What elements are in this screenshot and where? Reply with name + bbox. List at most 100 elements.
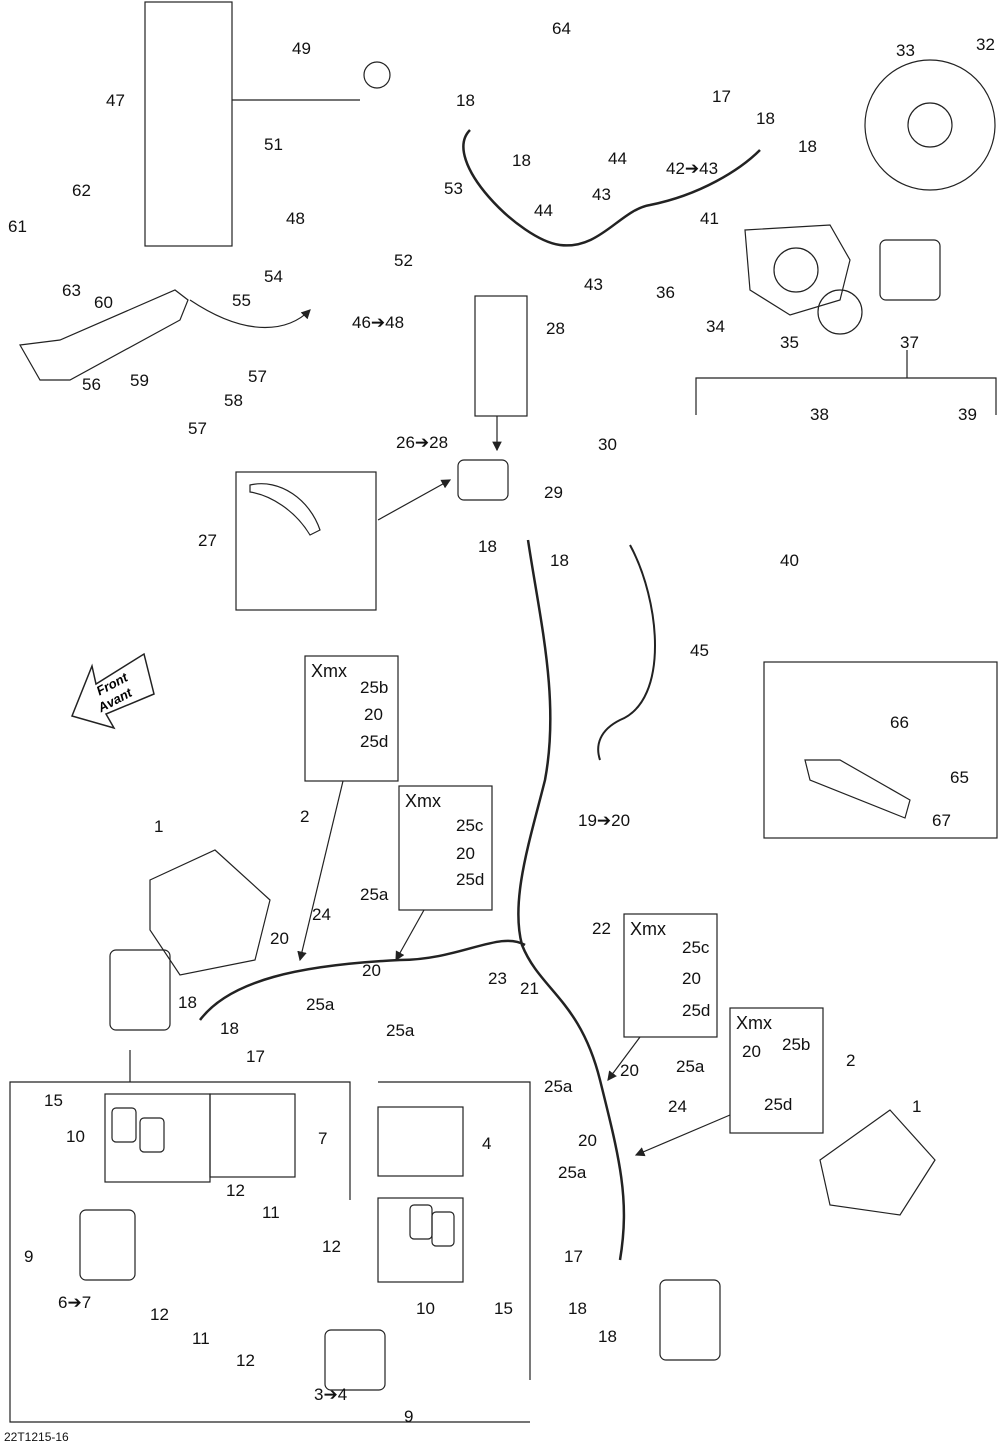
front-brake-line <box>517 539 626 1261</box>
reservoir-kit-box <box>144 1 233 247</box>
callout-61: 61 <box>8 217 27 236</box>
callout-44: 44 <box>534 201 553 220</box>
caliper-left-exploded <box>79 1209 136 1281</box>
callout-7: 7 <box>318 1129 328 1148</box>
callout-10: 10 <box>416 1299 435 1318</box>
callout-1: 1 <box>912 1097 922 1116</box>
callout-25b: 25b <box>782 1035 811 1054</box>
callout-20: 20 <box>620 1061 639 1080</box>
callout-20: 20 <box>682 969 701 988</box>
callout-58: 58 <box>224 391 243 410</box>
callout-20: 20 <box>456 844 475 863</box>
callout-20: 20 <box>742 1042 761 1061</box>
xmx-inset-box-2 <box>398 785 493 911</box>
callout-43: 43 <box>592 185 611 204</box>
callout-18: 18 <box>178 993 197 1012</box>
callout-25a: 25a <box>306 995 335 1014</box>
callout-17: 17 <box>712 87 731 106</box>
callout-15: 15 <box>44 1091 63 1110</box>
callout-36: 36 <box>656 283 675 302</box>
callout-24: 24 <box>312 905 331 924</box>
callout-53: 53 <box>444 179 463 198</box>
reference-code: 22T1215-16 <box>4 1430 69 1444</box>
callout-46-to-48: 46➔48 <box>352 313 405 332</box>
callout-11: 11 <box>262 1203 280 1222</box>
callout-12: 12 <box>322 1237 341 1256</box>
skid-plate-kit-box <box>763 661 998 839</box>
brake-pad-10a <box>111 1107 137 1143</box>
callout-59: 59 <box>130 371 149 390</box>
callout-49: 49 <box>292 39 311 58</box>
xmx-label: Xmx <box>736 1013 772 1033</box>
front-right-disc-guard <box>819 1109 936 1216</box>
pin-kit-box-7 <box>209 1093 296 1178</box>
callout-34: 34 <box>706 317 725 336</box>
callout-52: 52 <box>394 251 413 270</box>
brake-lever <box>249 483 321 536</box>
callout-66: 66 <box>890 713 909 732</box>
callout-37: 37 <box>900 333 919 352</box>
callout-55: 55 <box>232 291 251 310</box>
callout-18: 18 <box>456 91 475 110</box>
callout-18: 18 <box>478 537 497 556</box>
callout-25d: 25d <box>764 1095 793 1114</box>
callout-11: 11 <box>192 1329 210 1348</box>
callout-47: 47 <box>106 91 125 110</box>
pad-kit-box-right <box>377 1197 464 1283</box>
callout-25b: 25b <box>360 678 389 697</box>
callout-18: 18 <box>568 1299 587 1318</box>
callout-30: 30 <box>598 435 617 454</box>
front-left-caliper <box>109 949 171 1031</box>
callout-25a: 25a <box>558 1163 587 1182</box>
callout-6-to-7: 6➔7 <box>58 1293 92 1312</box>
callout-60: 60 <box>94 293 113 312</box>
callout-25c: 25c <box>456 816 484 835</box>
callout-64: 64 <box>552 19 571 38</box>
callout-12: 12 <box>150 1305 169 1324</box>
callout-20: 20 <box>362 961 381 980</box>
callout-33: 33 <box>896 41 915 60</box>
callout-25d: 25d <box>360 732 389 751</box>
callout-18: 18 <box>598 1327 617 1346</box>
front-left-brake-line <box>199 939 526 1021</box>
callout-17: 17 <box>564 1247 583 1266</box>
callout-43: 43 <box>584 275 603 294</box>
callout-38: 38 <box>810 405 829 424</box>
callout-25d: 25d <box>456 870 485 889</box>
callout-25a: 25a <box>544 1077 573 1096</box>
callout-2: 2 <box>300 807 310 826</box>
brake-pedal <box>19 289 189 381</box>
callout-54: 54 <box>264 267 283 286</box>
callout-28: 28 <box>546 319 565 338</box>
front-master-cylinder <box>457 459 509 501</box>
front-right-caliper-kit-outline <box>378 1081 531 1380</box>
pad-kit-box-left <box>104 1093 211 1183</box>
front-direction-arrow-icon: Front Avant <box>70 652 155 730</box>
pin-kit-box-4 <box>377 1106 464 1177</box>
callout-41: 41 <box>700 209 719 228</box>
callout-9: 9 <box>24 1247 34 1266</box>
callout-40: 40 <box>780 551 799 570</box>
callout-25a: 25a <box>386 1021 415 1040</box>
callout-57: 57 <box>188 419 207 438</box>
callout-3-to-4: 3➔4 <box>314 1385 348 1404</box>
callout-21: 21 <box>520 979 539 998</box>
callout-20: 20 <box>578 1131 597 1150</box>
callout-22: 22 <box>592 919 611 938</box>
callout-62: 62 <box>72 181 91 200</box>
xmx-label: Xmx <box>630 919 666 939</box>
callout-2: 2 <box>846 1051 856 1070</box>
callout-56: 56 <box>82 375 101 394</box>
rear-caliper-kit-bracket <box>695 377 997 415</box>
callout-10: 10 <box>66 1127 85 1146</box>
xmx-inset-box-3 <box>623 913 718 1038</box>
callout-18: 18 <box>220 1019 239 1038</box>
xmx-label: Xmx <box>311 661 347 681</box>
callout-15: 15 <box>494 1299 513 1318</box>
callout-45: 45 <box>690 641 709 660</box>
front-left-disc-guard <box>149 849 271 976</box>
callout-63: 63 <box>62 281 81 300</box>
rear-caliper-bracket <box>744 224 851 316</box>
callout-44: 44 <box>608 149 627 168</box>
